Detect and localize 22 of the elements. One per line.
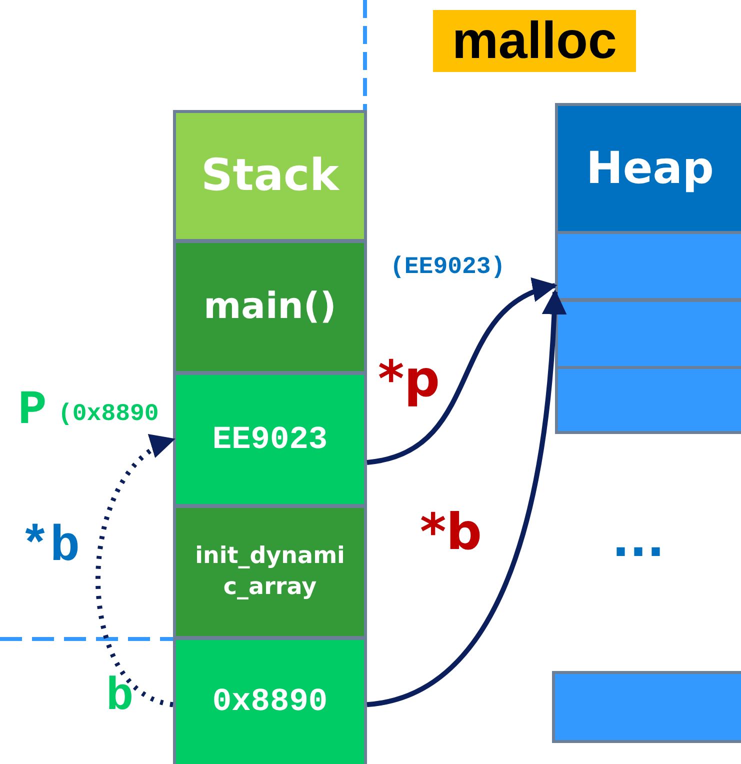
edge-label: *p (378, 352, 440, 407)
stack-frame: EE9023 (173, 372, 367, 507)
stack-frame: init_dynamic_array (173, 505, 367, 639)
stack-frame: 0x8890 (173, 637, 367, 764)
ellipsis: ... (612, 515, 664, 566)
memory-cell (552, 671, 741, 743)
pointer-name: P (18, 385, 47, 438)
title: malloc (433, 10, 636, 72)
address-label: (EE9023) (390, 255, 506, 282)
memory-cell (555, 299, 741, 369)
variable-name: b (106, 672, 134, 723)
arrow (366, 280, 558, 465)
arrow (366, 289, 567, 708)
stack-frame: main() (173, 240, 367, 374)
memory-cell (555, 231, 741, 301)
stack-frame: Stack (173, 110, 367, 242)
edge-label: *b (420, 505, 482, 560)
heap-header: Heap (555, 103, 741, 234)
memory-cell (555, 366, 741, 434)
address-label: (0x8890 (58, 402, 159, 428)
arrow (96, 437, 176, 707)
edge-label: *b (20, 520, 80, 575)
